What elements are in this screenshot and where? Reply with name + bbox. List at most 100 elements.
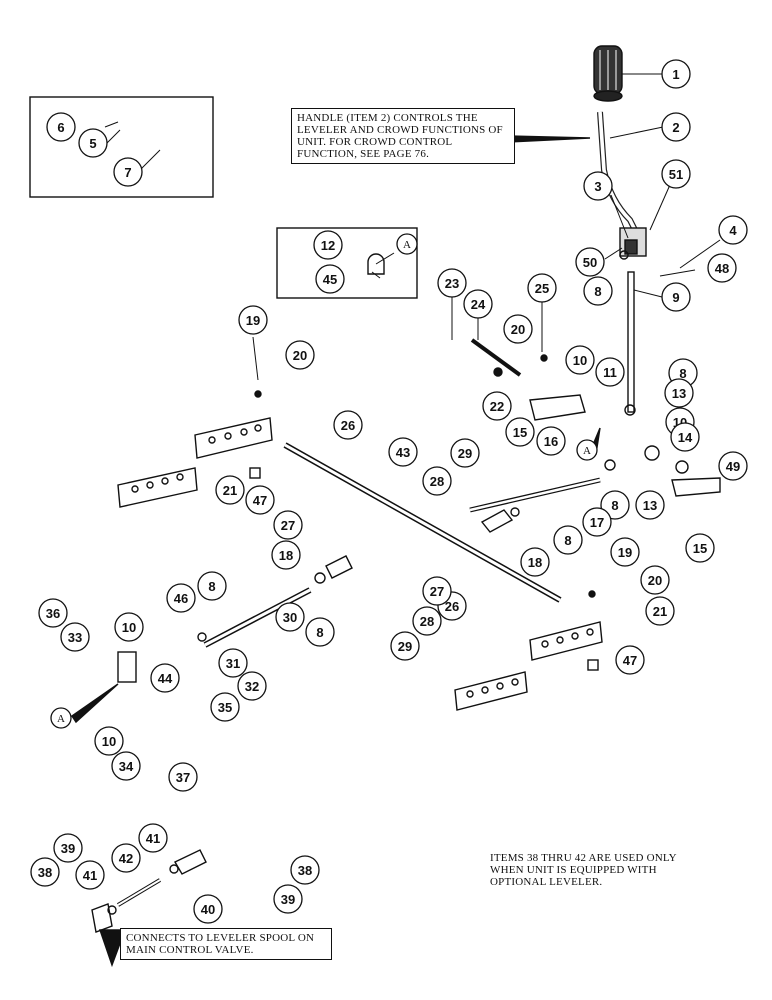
callout-circle-10 (114, 612, 144, 642)
callout-number-21: 21 (223, 483, 237, 498)
callout-circle-22 (482, 391, 512, 421)
callout-number-38: 38 (38, 865, 52, 880)
callout-number-23: 23 (445, 276, 459, 291)
callout-circle-50 (575, 247, 605, 277)
connects-leader (99, 929, 127, 968)
callout-circle-39 (53, 833, 83, 863)
callout-circle-27 (422, 576, 452, 606)
callout-number-50: 50 (583, 255, 597, 270)
inset-box-5-6-7 (29, 96, 214, 198)
vertical-rod (627, 271, 635, 413)
callout-circle-20 (640, 565, 670, 595)
callout-circle-47 (245, 485, 275, 515)
callout-circle-13 (635, 490, 665, 520)
callout-circle-35 (210, 692, 240, 722)
callout-circle-45 (315, 264, 345, 294)
callout-circle-37 (168, 762, 198, 792)
callout-circle-44 (150, 663, 180, 693)
callout-number-39: 39 (61, 841, 75, 856)
callout-number-20: 20 (511, 322, 525, 337)
callout-circle-28 (412, 606, 442, 636)
callout-circle-21 (215, 475, 245, 505)
callout-circle-28 (422, 466, 452, 496)
callout-number-41: 41 (146, 831, 160, 846)
callout-circle-16 (536, 426, 566, 456)
callout-number-18: 18 (528, 555, 542, 570)
callout-number-28: 28 (420, 614, 434, 629)
callout-number-42: 42 (119, 851, 133, 866)
callout-circle-47 (615, 645, 645, 675)
callout-number-14: 14 (678, 430, 693, 445)
clevis-18-upper (480, 509, 514, 533)
callout-circle-2 (661, 112, 691, 142)
callout-number-18: 18 (279, 548, 293, 563)
callout-number-46: 46 (174, 591, 188, 606)
callout-circle-12 (313, 230, 343, 260)
callout-number-4: 4 (729, 223, 737, 238)
callout-number-25: 25 (535, 281, 549, 296)
callout-circle-8 (553, 525, 583, 555)
callout-circle-32 (237, 671, 267, 701)
callout-number-51: 51 (669, 167, 683, 182)
callout-number-28: 28 (430, 474, 444, 489)
callout-circle-30 (275, 602, 305, 632)
callout-number-36: 36 (46, 606, 60, 621)
callout-number-34: 34 (119, 759, 134, 774)
callout-circle-38 (290, 855, 320, 885)
callout-circle-18 (271, 540, 301, 570)
callout-number-27: 27 (430, 584, 444, 599)
callout-number-43: 43 (396, 445, 410, 460)
callout-number-26: 26 (341, 418, 355, 433)
callout-number-15: 15 (693, 541, 707, 556)
callout-number-15: 15 (513, 425, 527, 440)
callout-number-16: 16 (544, 434, 558, 449)
connects-note: CONNECTS TO LEVELER SPOOL ON MAIN CONTRO… (120, 928, 332, 960)
callout-number-24: 24 (471, 297, 486, 312)
callout-number-21: 21 (653, 604, 667, 619)
callout-number-47: 47 (623, 653, 637, 668)
callout-circle-10 (565, 345, 595, 375)
callout-number-10: 10 (102, 734, 116, 749)
callout-circle-19 (238, 305, 268, 335)
callout-number-10: 10 (573, 353, 587, 368)
bracket-lower (671, 477, 721, 497)
callout-circle-8 (600, 490, 630, 520)
bracket-upper (529, 394, 586, 421)
callout-number-8: 8 (564, 533, 571, 548)
callout-number-8: 8 (611, 498, 618, 513)
callout-number-5: 5 (89, 136, 96, 151)
pointer-a-lower (71, 683, 119, 724)
callout-circle-10 (94, 726, 124, 756)
callout-circle-3 (583, 171, 613, 201)
callout-circle-41 (138, 823, 168, 853)
callout-number-9: 9 (672, 290, 679, 305)
callout-number-20: 20 (293, 348, 307, 363)
callout-circle-25 (527, 273, 557, 303)
reference-a-marker (50, 707, 72, 729)
callout-circle-46 (166, 583, 196, 613)
callout-number-7: 7 (124, 165, 131, 180)
lever-44 (117, 651, 137, 683)
clevis-41-upper (174, 849, 207, 875)
callout-circle-41 (75, 860, 105, 890)
callout-number-11: 11 (603, 365, 617, 380)
inset-box-12-45 (276, 227, 418, 299)
callout-number-40: 40 (201, 902, 215, 917)
callout-number-3: 3 (594, 179, 601, 194)
callout-circle-38 (30, 857, 60, 887)
callout-number-44: 44 (158, 671, 173, 686)
callout-circle-43 (388, 437, 418, 467)
callout-circle-1 (661, 59, 691, 89)
clevis-41-lower (91, 903, 113, 933)
callout-number-33: 33 (68, 630, 82, 645)
leveler-items-note: ITEMS 38 THRU 42 ARE USED ONLY WHEN UNIT… (490, 852, 677, 888)
reference-a-label: A (57, 713, 65, 725)
callout-number-32: 32 (245, 679, 259, 694)
callout-number-48: 48 (715, 261, 729, 276)
callout-circle-4 (718, 215, 748, 245)
callout-circle-7 (113, 157, 143, 187)
handle-note: HANDLE (item 2) CONTROLS THE LEVELER AND… (291, 108, 515, 164)
callout-number-19: 19 (618, 545, 632, 560)
callout-number-45: 45 (323, 272, 337, 287)
